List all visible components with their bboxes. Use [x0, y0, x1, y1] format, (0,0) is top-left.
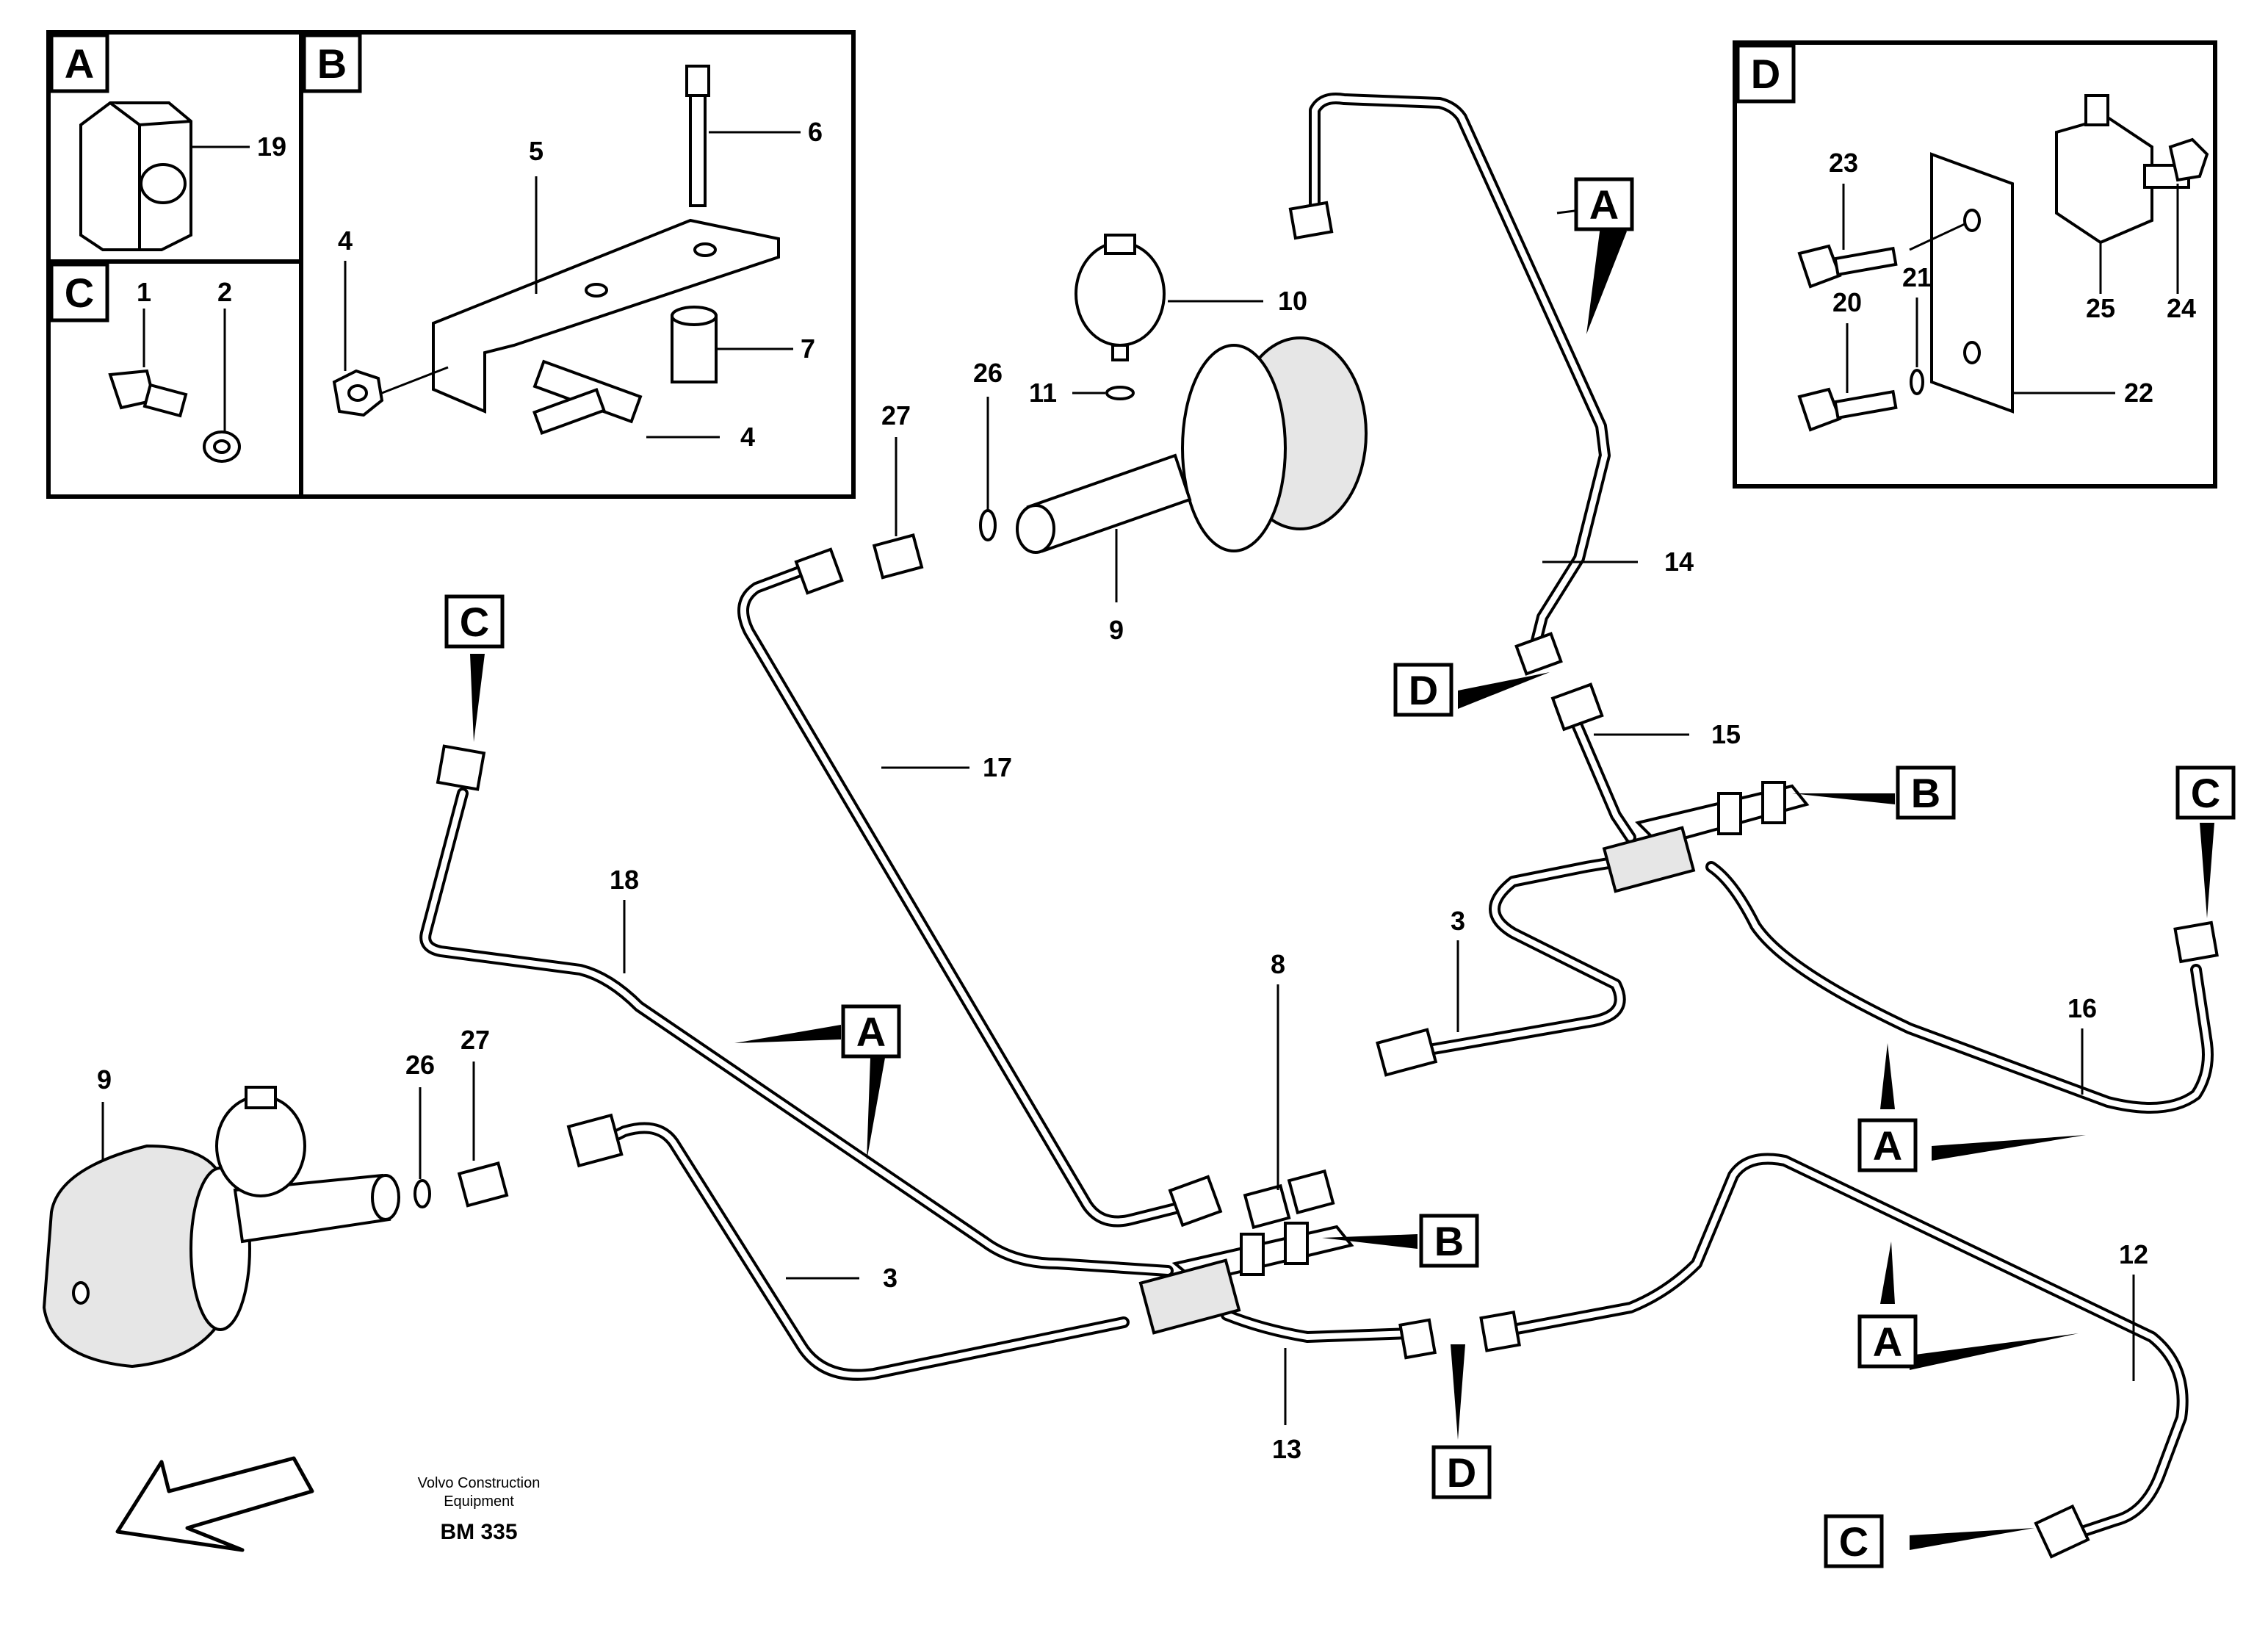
- label-1: 1: [137, 277, 151, 307]
- label-4a: 4: [338, 226, 353, 256]
- callout-b-2: B: [1434, 1218, 1464, 1264]
- direction-arrow-icon: [115, 1456, 314, 1552]
- callout-c-2: C: [460, 599, 489, 645]
- label-9b: 9: [97, 1064, 112, 1095]
- master-cylinder-upper: 10 11 9 26 27: [881, 234, 1368, 645]
- callout-c-3: C: [1839, 1518, 1868, 1565]
- footer-code: BM 335: [440, 1520, 517, 1544]
- label-18: 18: [610, 865, 639, 895]
- label-26a: 26: [973, 358, 1003, 388]
- label-5: 5: [529, 136, 543, 166]
- label-24: 24: [2167, 293, 2196, 323]
- detail-a: A 19: [49, 33, 286, 251]
- detail-panel-d: D 22 25 24 23 20 21: [1733, 40, 2217, 489]
- label-16: 16: [2067, 993, 2097, 1023]
- label-11: 11: [1029, 378, 1057, 408]
- label-17: 17: [983, 752, 1012, 782]
- label-23: 23: [1829, 148, 1858, 178]
- detail-b-letter: B: [317, 40, 347, 87]
- label-21: 21: [1902, 262, 1932, 292]
- label-22: 22: [2124, 378, 2153, 408]
- label-25: 25: [2086, 293, 2115, 323]
- footer: Volvo Construction Equipment BM 335: [418, 1475, 541, 1544]
- label-3b: 3: [883, 1263, 898, 1293]
- callout-c-1: C: [2191, 770, 2220, 816]
- callout-d-1: D: [1409, 667, 1438, 713]
- master-cylinder-lower: 9 26 27: [42, 1025, 490, 1369]
- callout-d-2: D: [1447, 1449, 1476, 1496]
- label-27b: 27: [461, 1025, 490, 1055]
- label-10: 10: [1278, 286, 1307, 316]
- label-4b: 4: [740, 422, 755, 452]
- callout-a-2: A: [856, 1009, 886, 1055]
- callout-a-3: A: [1873, 1122, 1902, 1169]
- detail-d-letter: D: [1751, 51, 1780, 97]
- callout-a-4: A: [1873, 1319, 1902, 1365]
- label-9a: 9: [1109, 615, 1124, 645]
- label-20: 20: [1832, 287, 1862, 317]
- callout-a-1: A: [1589, 181, 1619, 228]
- label-8: 8: [1271, 949, 1285, 979]
- callouts: A D B C C A A B D: [444, 177, 2236, 1568]
- detail-c: C 1 2: [49, 262, 241, 463]
- footer-line-2: Equipment: [444, 1493, 514, 1510]
- detail-panel-abc: A 19 C 1 2 B: [46, 30, 856, 499]
- pipe-labels: 14 15 17 3 8 18 16 3 13 12: [610, 547, 2148, 1464]
- pipes: [419, 93, 2214, 1541]
- label-3a: 3: [1451, 906, 1465, 936]
- label-19: 19: [257, 131, 286, 162]
- callout-b-1: B: [1911, 770, 1940, 816]
- pipe-fittings: [436, 201, 2219, 1559]
- label-2: 2: [217, 277, 232, 307]
- label-13: 13: [1272, 1434, 1301, 1464]
- detail-c-letter: C: [65, 270, 94, 316]
- label-6: 6: [808, 117, 823, 147]
- label-7: 7: [801, 334, 815, 364]
- label-26b: 26: [405, 1050, 435, 1080]
- detail-a-letter: A: [65, 40, 94, 87]
- manifold-blocks: [1138, 781, 1810, 1335]
- label-14: 14: [1664, 547, 1694, 577]
- footer-line-1: Volvo Construction: [418, 1475, 541, 1491]
- label-12: 12: [2119, 1239, 2148, 1269]
- label-15: 15: [1711, 719, 1741, 749]
- detail-b: B 6 5 7 4 4: [302, 33, 823, 452]
- label-27a: 27: [881, 400, 911, 430]
